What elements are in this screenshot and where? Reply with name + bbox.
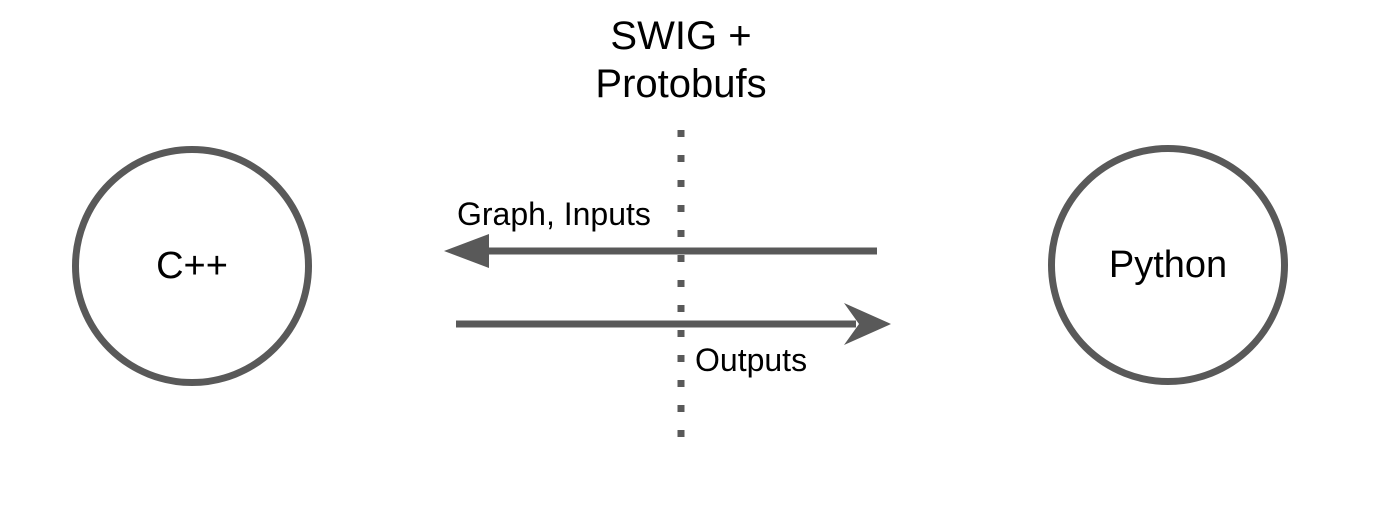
arrow-left-head-icon [444,234,489,268]
node-python: Python [1048,145,1288,385]
arrow-left-label: Graph, Inputs [457,196,651,232]
node-cpp-label: C++ [156,244,228,287]
arrow-right-head-icon [844,303,891,345]
arrow-right-label: Outputs [695,342,808,378]
node-python-label: Python [1108,243,1228,286]
diagram-title: SWIG + Protobufs [595,14,767,106]
node-cpp: C++ [72,146,312,386]
